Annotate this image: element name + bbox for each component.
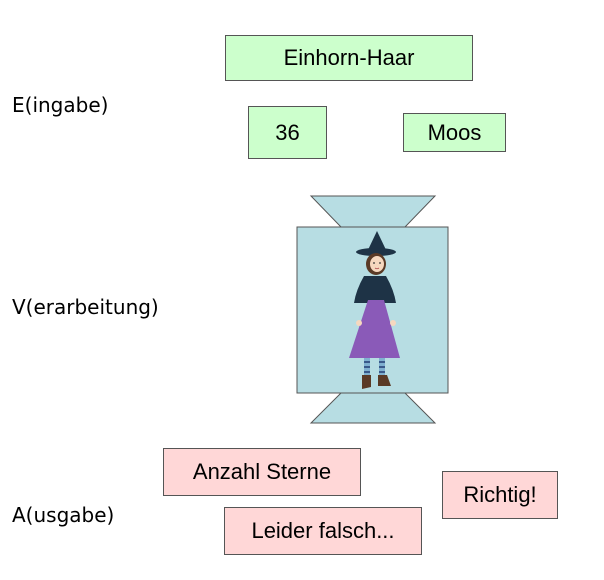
output-box-leider-falsch[interactable]: Leider falsch... [224, 507, 422, 555]
witch-icon [349, 231, 400, 389]
machine-top-funnel [309, 195, 437, 228]
processing-stage-label: V(erarbeitung) [12, 295, 159, 319]
input-box-einhorn-haar[interactable]: Einhorn-Haar [225, 35, 473, 81]
output-box-richtig[interactable]: Richtig! [442, 471, 558, 519]
input-stage-label: E(ingabe) [12, 93, 109, 117]
output-box-anzahl-sterne[interactable]: Anzahl Sterne [163, 448, 361, 496]
output-stage-label: A(usgabe) [12, 503, 115, 527]
input-box-moos[interactable]: Moos [403, 113, 506, 152]
input-box-number[interactable]: 36 [248, 106, 327, 159]
machine-bottom-funnel [309, 392, 437, 424]
